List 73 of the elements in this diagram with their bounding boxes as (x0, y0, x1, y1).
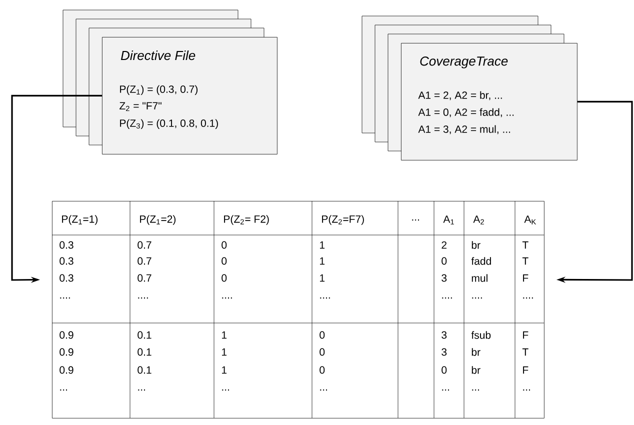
table-value: ... (523, 389, 530, 391)
column-header: ... (412, 219, 419, 221)
table-value: .... (523, 297, 533, 299)
table-value: ... (472, 389, 479, 391)
table-value: 0.9 (60, 366, 74, 374)
card-line: P(Z$_{1}$) = (0.3, 0.7) (120, 85, 198, 95)
table-value: 3 (442, 274, 447, 282)
table-value: 1 (222, 366, 227, 374)
table-value: 0.1 (138, 331, 152, 339)
table-value: F (523, 274, 528, 282)
table-value: ... (442, 389, 449, 391)
table-value: 0 (442, 257, 447, 265)
table-value: 0.7 (138, 257, 152, 265)
column-header: P(Z$_{2}$= F2) (224, 215, 269, 225)
table-value: 3 (442, 348, 447, 356)
table-value: 0.9 (60, 348, 74, 356)
table-value: fadd (471, 257, 491, 265)
table-value: T (522, 348, 528, 356)
table-value: .... (60, 297, 70, 299)
card-title: CoverageTrace (420, 56, 508, 68)
table-value: 1 (320, 257, 325, 265)
table-value: 1 (222, 331, 227, 339)
table-value: 0.3 (60, 257, 74, 265)
table-value: 0 (222, 257, 227, 265)
column-header: P(Z$_{2}$=F7) (322, 215, 364, 225)
table-value: 1 (320, 274, 325, 282)
table-value: 0 (320, 348, 325, 356)
table-value: 0 (320, 366, 325, 374)
column-header: P(Z$_{1}$=1) (62, 215, 98, 225)
table-value: 1 (320, 241, 325, 249)
table-value: 0 (222, 274, 227, 282)
card-line: A1 = 2, A2 = br, ... (418, 91, 502, 100)
table-value: .... (442, 297, 452, 299)
table-value: 0.1 (138, 366, 152, 374)
table-value: 0.3 (60, 241, 74, 249)
column-header: P(Z$_{1}$=2) (140, 215, 176, 225)
table-value: 0.7 (138, 241, 152, 249)
column-header: A$_{1}$ (443, 216, 454, 224)
table-value: ... (320, 389, 327, 391)
table-value: T (522, 241, 528, 249)
table-value: ... (138, 389, 145, 391)
table-value: 0 (442, 366, 447, 374)
card-line: A1 = 3, A2 = mul, ... (418, 125, 510, 134)
table-value: fsub (471, 331, 491, 339)
table-value: br (472, 241, 480, 249)
table-value: .... (472, 297, 482, 299)
data-table (52, 200, 544, 418)
table-value: 0 (320, 331, 325, 339)
table-value: F (523, 331, 528, 339)
table-value: 1 (222, 348, 227, 356)
table-value: F (523, 366, 528, 374)
table-value: 0.9 (60, 331, 74, 339)
table-value: ... (222, 389, 229, 391)
card-line: A1 = 0, A2 = fadd, ... (418, 108, 514, 118)
table-value: 0.7 (138, 274, 152, 282)
table-value: 0 (222, 241, 227, 249)
card-line: Z$_{2}$ = "F7" (120, 102, 162, 112)
table-value: mul (472, 274, 488, 282)
table-value: 3 (442, 331, 447, 339)
table-value: T (522, 257, 528, 265)
card-line: P(Z$_{3}$) = (0.1, 0.8, 0.1) (120, 119, 218, 129)
table-value: ... (60, 389, 67, 391)
column-header: A$_{2}$ (473, 216, 484, 224)
column-header: A$_{K}$ (524, 216, 536, 224)
table-value: 0.1 (138, 348, 152, 356)
table-value: .... (320, 297, 330, 299)
table-value: 0.3 (60, 274, 74, 282)
table-value: br (472, 366, 480, 374)
table-value: br (472, 348, 480, 356)
card-title: Directive File (120, 50, 196, 60)
table-value: 2 (442, 241, 446, 249)
table-value: .... (138, 297, 148, 299)
table-value: .... (222, 297, 232, 299)
